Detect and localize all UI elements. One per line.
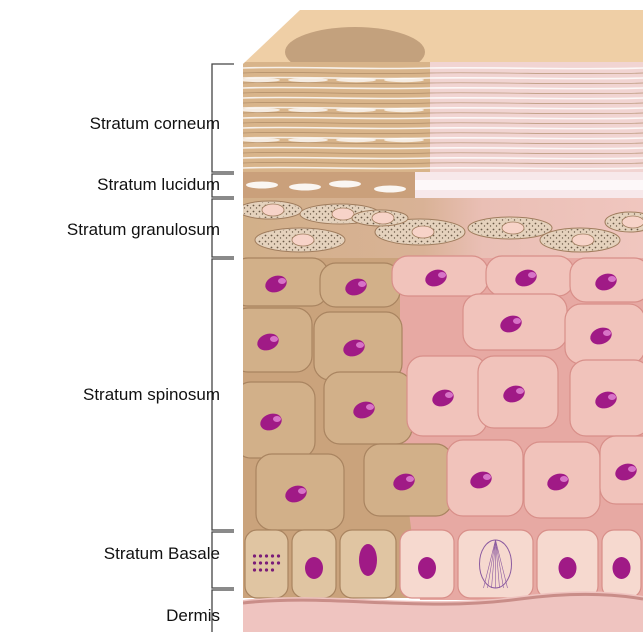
nucleus-highlight [273, 416, 281, 422]
label-stratum-granulosum: Stratum granulosum [67, 220, 220, 240]
label-stratum-corneum: Stratum corneum [90, 114, 220, 134]
nucleus-highlight [438, 272, 446, 278]
lucidum-cell [329, 181, 361, 188]
granular-nucleus [372, 212, 394, 224]
nucleus-highlight [270, 336, 278, 342]
granular-nucleus [292, 234, 314, 246]
lucidum-cell [246, 182, 278, 189]
nucleus-highlight [628, 466, 636, 472]
chromatin-dot [253, 554, 256, 557]
nucleus-highlight [513, 318, 521, 324]
granular-nucleus [412, 226, 434, 238]
basal-nucleus [359, 544, 377, 576]
chromatin-dot [265, 568, 268, 571]
nucleus-highlight [278, 278, 286, 284]
chromatin-dot [271, 554, 274, 557]
nucleus-highlight [445, 392, 453, 398]
corneum-flake [384, 108, 424, 112]
nucleus-highlight [483, 474, 491, 480]
label-dermis: Dermis [166, 606, 220, 626]
corneum-flake [384, 78, 424, 82]
basal-cells [245, 530, 641, 598]
nucleus-highlight [608, 276, 616, 282]
chromatin-dot [277, 561, 280, 564]
corneum-flake [240, 108, 280, 112]
corneum-flake [336, 78, 376, 82]
granular-nucleus [622, 216, 643, 228]
label-stratum-spinosum: Stratum spinosum [83, 385, 220, 405]
basal-nucleus [305, 557, 323, 579]
lucidum-cell [289, 184, 321, 191]
nucleus-highlight [298, 488, 306, 494]
chromatin-dot [259, 554, 262, 557]
corneum-flake [240, 138, 280, 142]
label-stratum-basale: Stratum Basale [104, 544, 220, 564]
chromatin-dot [271, 561, 274, 564]
corneum-flake [288, 78, 328, 82]
nucleus-highlight [406, 476, 414, 482]
chromatin-dot [253, 568, 256, 571]
basal-nucleus [559, 557, 577, 579]
basal-nucleus [613, 557, 631, 579]
corneum-flake [336, 108, 376, 112]
lucidum-cell [374, 186, 406, 193]
nucleus-highlight [516, 388, 524, 394]
corneum-flake [240, 78, 280, 82]
nucleus-highlight [358, 281, 366, 287]
corneum-flake [288, 108, 328, 112]
granular-nucleus [572, 234, 594, 246]
corneum-flake [288, 138, 328, 142]
chromatin-dot [253, 561, 256, 564]
nucleus-highlight [528, 272, 536, 278]
granular-nucleus [502, 222, 524, 234]
chromatin-dot [265, 561, 268, 564]
chromatin-dot [277, 554, 280, 557]
granular-nucleus [332, 208, 354, 220]
corneum-flake [336, 138, 376, 142]
nucleus-highlight [603, 330, 611, 336]
granular-nucleus [262, 204, 284, 216]
basal-nucleus [418, 557, 436, 579]
label-stratum-lucidum: Stratum lucidum [97, 175, 220, 195]
chromatin-dot [265, 554, 268, 557]
nucleus-highlight [560, 476, 568, 482]
nucleus-highlight [608, 394, 616, 400]
nucleus-highlight [356, 342, 364, 348]
chromatin-dot [259, 561, 262, 564]
nucleus-highlight [366, 404, 374, 410]
chromatin-dot [271, 568, 274, 571]
corneum-flake [384, 138, 424, 142]
chromatin-dot [259, 568, 262, 571]
